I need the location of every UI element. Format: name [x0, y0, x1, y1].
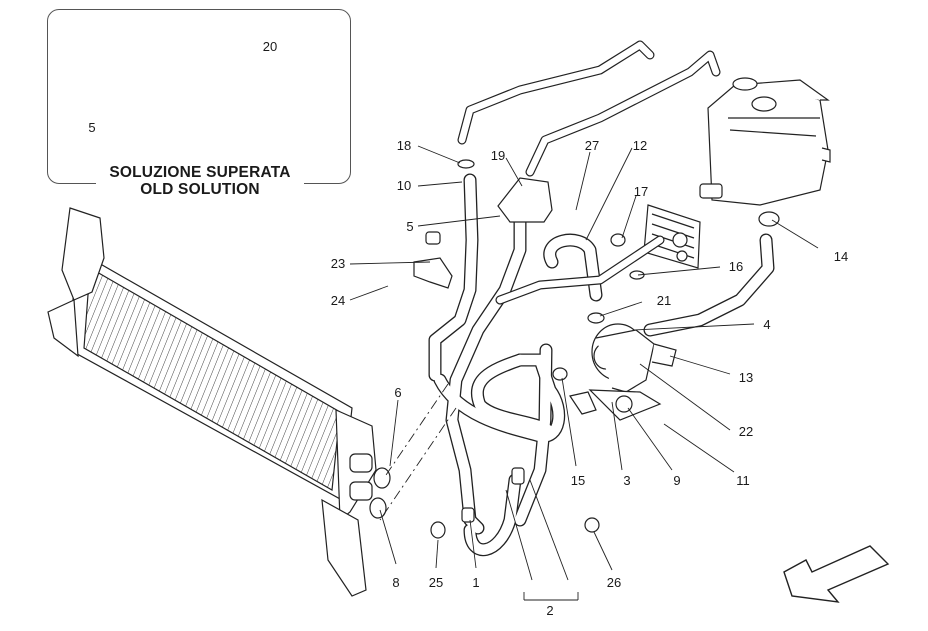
callout-number: 6 [394, 385, 402, 400]
water-pump-icon [588, 323, 677, 421]
callout-number: 22 [738, 424, 754, 439]
callout-number: 15 [570, 473, 586, 488]
callout-number: 5 [406, 219, 414, 234]
inset-callout: 20 [262, 39, 278, 54]
callout-number: 18 [396, 138, 412, 153]
bracket-icon [413, 177, 597, 415]
hose-icon [428, 40, 775, 557]
callout-number: 1 [472, 575, 480, 590]
guide-lines [379, 383, 457, 521]
expansion-tank-icon [699, 77, 831, 206]
callout-number: 21 [656, 293, 672, 308]
callout-number: 24 [330, 293, 346, 308]
callout-number: 9 [673, 473, 681, 488]
callout-number: 14 [833, 249, 849, 264]
callout-number: 8 [392, 575, 400, 590]
callout-number: 23 [330, 256, 346, 271]
callout-number: 19 [490, 148, 506, 163]
clamp-icon [430, 159, 780, 539]
callout-number: 27 [584, 138, 600, 153]
callout-number: 11 [736, 473, 750, 488]
callout-number: 3 [623, 473, 631, 488]
inset-callout: 5 [88, 120, 96, 135]
callout-number: 16 [728, 259, 744, 274]
callout-number: 12 [632, 138, 648, 153]
oil-cooler-icon [643, 204, 701, 269]
callout-number: 10 [396, 178, 412, 193]
callout-number: 4 [763, 317, 771, 332]
inset-caption-line1: SOLUZIONE SUPERATA [109, 164, 291, 181]
callout-number: 25 [428, 575, 444, 590]
direction-arrow-icon [783, 545, 890, 603]
radiator-icon [47, 207, 391, 597]
inset-caption: SOLUZIONE SUPERATA OLD SOLUTION [96, 164, 304, 198]
callout-number: 26 [606, 575, 622, 590]
callout-number: 17 [633, 184, 649, 199]
inset-caption-line2: OLD SOLUTION [140, 181, 260, 198]
inset-old-solution [47, 9, 351, 184]
callout-number: 13 [738, 370, 754, 385]
callout-number: 2 [546, 603, 554, 618]
